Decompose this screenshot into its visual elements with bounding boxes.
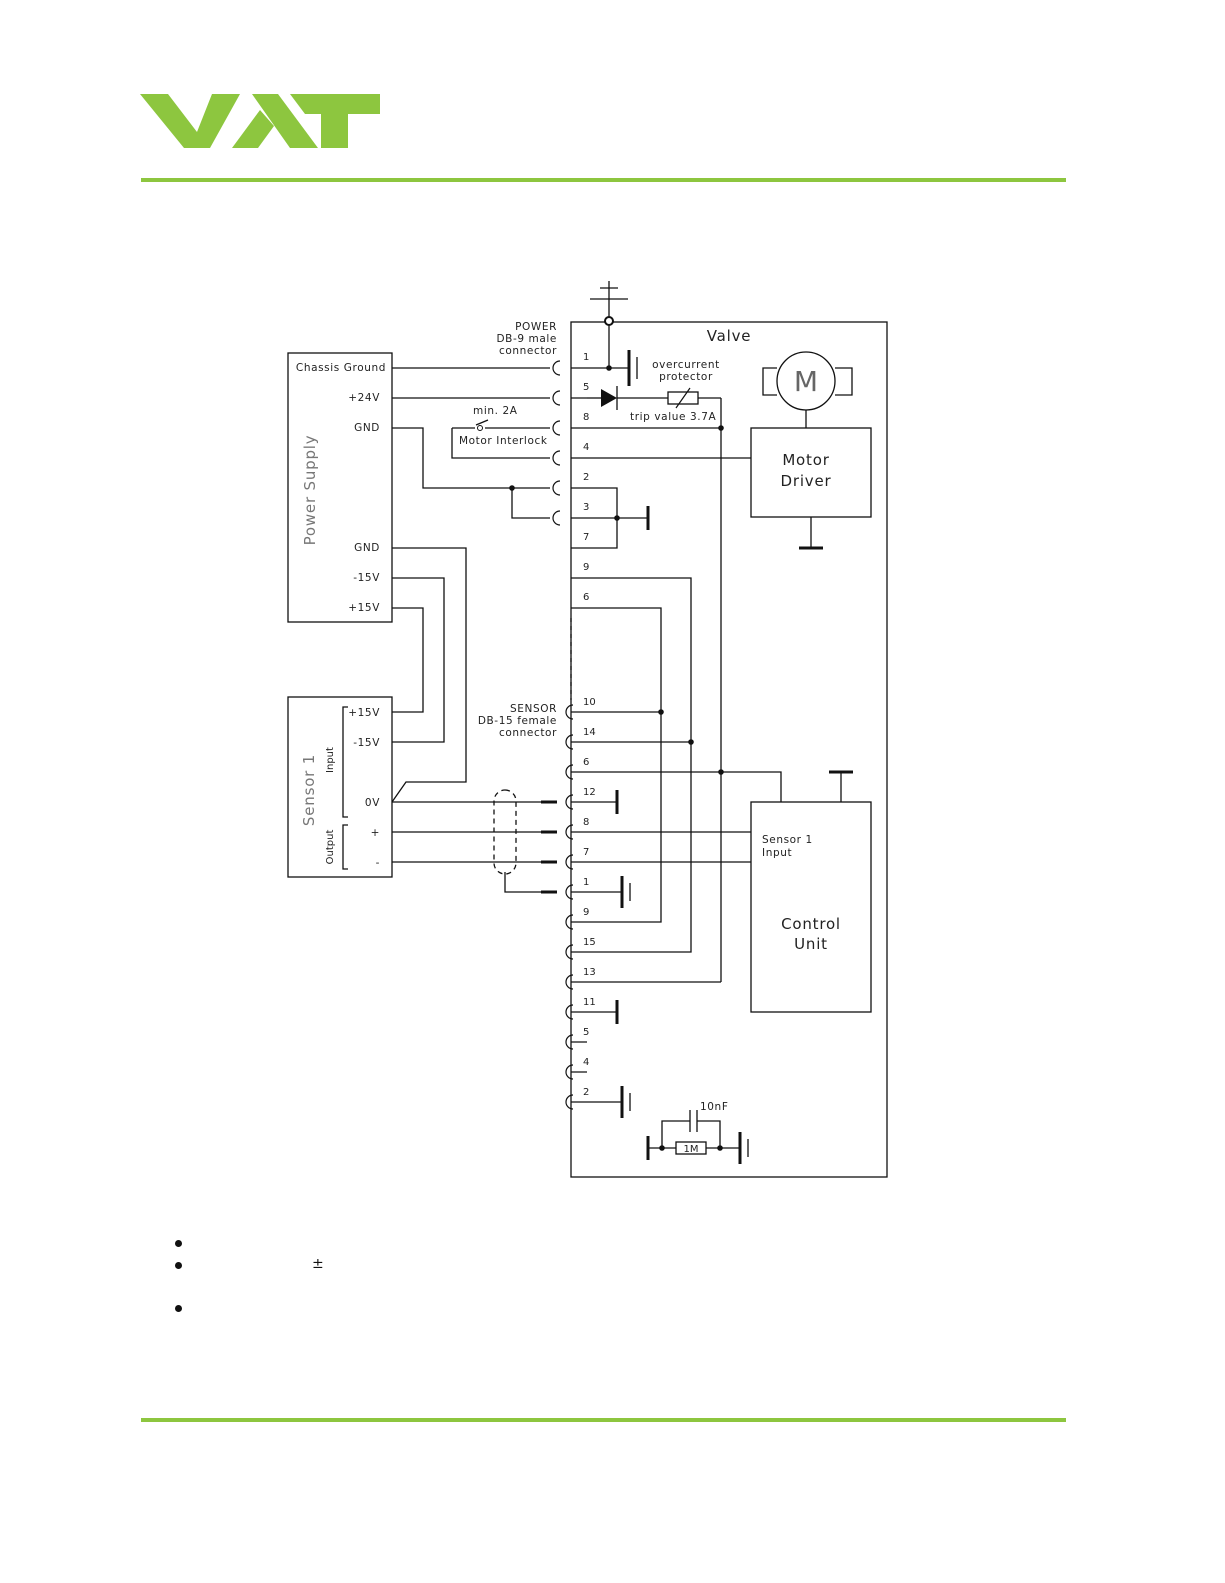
note-bullet-2: [175, 1262, 182, 1269]
ps-terminal-minus15v: -15V: [353, 572, 380, 584]
note-bullet-3: [175, 1305, 182, 1312]
power-supply-title: Power Supply: [301, 435, 319, 546]
sensor-input-label: Input: [325, 747, 336, 773]
sensor-terminal-plus: +: [371, 827, 380, 839]
vat-logo: [140, 94, 380, 148]
motor-driver-line-2: Driver: [781, 472, 832, 490]
motor-driver-line-1: Motor: [782, 451, 829, 469]
sensor-output-label: Output: [325, 830, 336, 865]
sensor-pin-1: 1: [583, 877, 589, 888]
control-unit-line-1: Control: [781, 915, 841, 933]
power-pin-8: 8: [583, 412, 589, 423]
ps-terminal-plus15v: +15V: [348, 602, 380, 614]
sensor-connector-line-1: SENSOR: [510, 703, 557, 715]
control-unit-box: [750, 801, 872, 1013]
power-connector-line-3: connector: [499, 345, 557, 357]
control-unit-line-2: Unit: [794, 935, 828, 953]
sensor-pin-11: 11: [583, 997, 596, 1008]
sensor-box: [287, 696, 393, 878]
interlock-label: Motor Interlock: [459, 435, 548, 447]
resistor-value: 1M: [684, 1144, 699, 1155]
power-pin-9: 9: [583, 562, 589, 573]
sensor-terminal-minus15v: -15V: [353, 737, 380, 749]
motor-letter: M: [794, 365, 818, 398]
sensor-input-line-2: Input: [762, 847, 792, 859]
note-bullet-1: [175, 1240, 182, 1247]
sensor-terminal-0v: 0V: [365, 797, 380, 809]
ps-terminal-chassis-ground: Chassis Ground: [296, 362, 386, 374]
valve-title: Valve: [707, 327, 752, 345]
ps-terminal-gnd-1: GND: [354, 422, 380, 434]
plus-minus-symbol: ±: [312, 1256, 324, 1272]
sensor-title: Sensor 1: [300, 754, 318, 826]
overcurrent-line-1: overcurrent: [652, 359, 720, 371]
valve-box: [570, 321, 888, 1178]
sensor-pin-10: 10: [583, 697, 596, 708]
sensor-connector-line-2: DB-15 female: [478, 715, 557, 727]
sensor-pin-8: 8: [583, 817, 589, 828]
sensor-pin-5: 5: [583, 1027, 589, 1038]
power-pin-3: 3: [583, 502, 589, 513]
ps-terminal-24v: +24V: [348, 392, 380, 404]
power-connector-line-2: DB-9 male: [496, 333, 557, 345]
sensor-terminal-minus: -: [376, 857, 380, 869]
power-pin-6: 6: [583, 592, 589, 603]
sensor-input-line-1: Sensor 1: [762, 834, 813, 846]
power-connector-line-1: POWER: [515, 321, 557, 333]
power-supply-box: [287, 352, 393, 623]
sensor-pin-6: 6: [583, 757, 589, 768]
header-rule: [141, 178, 1066, 182]
sensor-connector-line-3: connector: [499, 727, 557, 739]
diode-symbol: [601, 389, 617, 407]
sensor-pin-2: 2: [583, 1087, 589, 1098]
power-pin-7: 7: [583, 532, 589, 543]
ps-terminal-gnd-2: GND: [354, 542, 380, 554]
capacitor-value: 10nF: [700, 1101, 728, 1113]
trip-value: trip value 3.7A: [630, 411, 716, 423]
sensor-pin-13: 13: [583, 967, 596, 978]
sensor-pin-4: 4: [583, 1057, 589, 1068]
power-pin-1: 1: [583, 352, 589, 363]
sensor-pin-14: 14: [583, 727, 596, 738]
power-pin-5: 5: [583, 382, 589, 393]
interlock-rating: min. 2A: [473, 405, 518, 417]
footer-rule: [141, 1418, 1066, 1422]
sensor-pin-7: 7: [583, 847, 589, 858]
sensor-pin-9: 9: [583, 907, 589, 918]
overcurrent-line-2: protector: [659, 371, 713, 383]
sensor-pin-12: 12: [583, 787, 596, 798]
sensor-pin-15: 15: [583, 937, 596, 948]
power-pin-4: 4: [583, 442, 589, 453]
power-pin-2: 2: [583, 472, 589, 483]
sensor-terminal-plus15v: +15V: [348, 707, 380, 719]
